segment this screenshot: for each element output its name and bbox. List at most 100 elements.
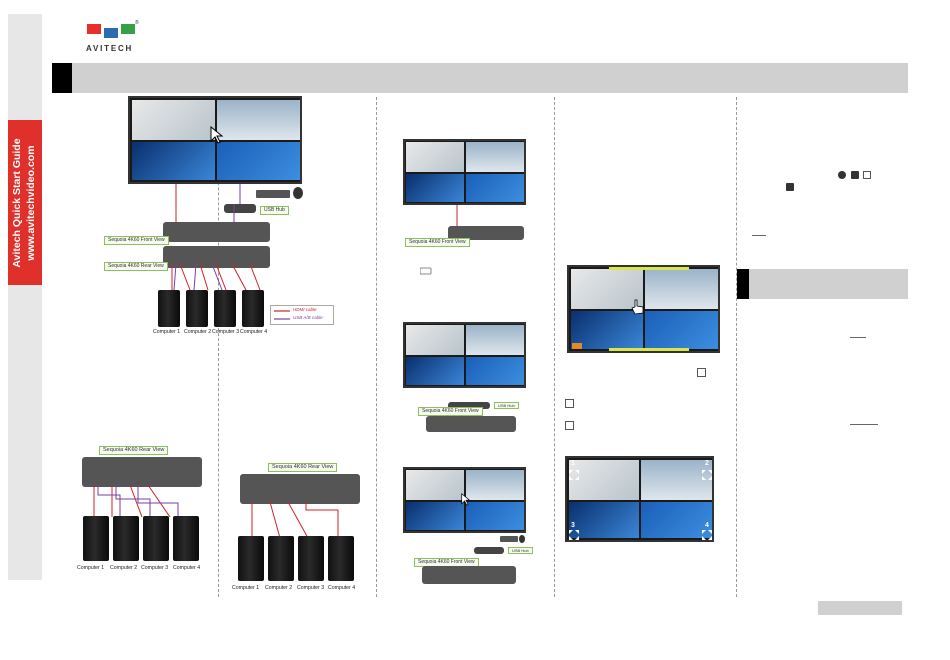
computer-4-label-middle: Computer 4 (328, 585, 356, 591)
switch-icon (838, 171, 846, 179)
computer-4-label-left: Computer 4 (173, 565, 201, 571)
rear-view-label-left: Sequoia 4K60 Rear View (99, 446, 169, 455)
column-divider (736, 97, 737, 597)
keyboard-key-icon (420, 267, 432, 275)
front-view-label-col3-1: Sequoia 4K60 Front View (405, 238, 470, 247)
quad-2 (466, 142, 524, 172)
computer-3-tower-left (143, 516, 169, 561)
sequoia-front-col3-2 (426, 416, 516, 432)
keyboard-icon (500, 535, 525, 543)
computer-1-label-left: Computer 1 (77, 565, 105, 571)
quad-3 (406, 357, 464, 385)
highlight-bar-top (609, 267, 689, 270)
quad-2 (466, 325, 524, 355)
sidebar (8, 14, 42, 580)
computer-1-tower (158, 290, 180, 327)
quad-3 (406, 502, 464, 530)
text-underline (850, 424, 878, 425)
fullscreen-icon (863, 171, 871, 179)
computer-4-tower-middle (328, 536, 354, 581)
logo-mark-icon (87, 24, 135, 38)
text-underline (850, 337, 866, 338)
fullscreen-icon (565, 421, 574, 430)
legend-usb-text: USB A/B cable (293, 315, 323, 320)
quad-3 (132, 142, 215, 180)
cable-diagram-middle (251, 502, 339, 538)
computer-1-tower-middle (238, 536, 264, 581)
computer-3-label-left: Computer 3 (141, 565, 169, 571)
quad-4 (466, 502, 524, 530)
expand-arrows-icon (569, 530, 579, 540)
hand-cursor-icon (631, 299, 644, 315)
mouse-cursor-icon (210, 126, 224, 144)
quad-4 (466, 357, 524, 385)
section-header-bar (52, 63, 908, 93)
quad-1 (571, 269, 643, 309)
computer-1-label-middle: Computer 1 (232, 585, 260, 591)
quad-2 (645, 269, 718, 309)
quad-2 (641, 460, 712, 500)
quad-1 (406, 142, 464, 172)
quad-1 (569, 460, 639, 500)
computer-3-label: Computer 3 (212, 329, 240, 335)
quad-4 (466, 174, 524, 202)
sequoia-rear-middle (240, 474, 360, 504)
computer-2-tower-middle (268, 536, 294, 581)
quad-number-2: 2 (705, 460, 709, 467)
computer-4-label: Computer 4 (240, 329, 268, 335)
usb-hub-label-col3-3: USB Hub (508, 547, 533, 554)
page-footer-box (818, 601, 902, 615)
usb-hub-label-col3-2: USB Hub (494, 402, 519, 409)
computer-2-label-middle: Computer 2 (265, 585, 293, 591)
quad-1 (406, 325, 464, 355)
quad-monitor-col4-2: 1 2 3 4 (565, 456, 714, 542)
computer-4-tower-left (173, 516, 199, 561)
expand-arrows-icon (702, 530, 712, 540)
cable-diagram-left (93, 485, 179, 517)
section-number-block (52, 63, 72, 93)
quad-1 (406, 470, 464, 500)
hdmi-cable-col3-1 (456, 205, 458, 229)
quad-monitor (128, 96, 302, 184)
hdmi-cable-icon (274, 310, 290, 312)
logo: ® AVITECH (86, 20, 146, 56)
quad-monitor-col3-3 (403, 467, 526, 533)
sequoia-front (163, 222, 270, 242)
quad-3 (571, 311, 643, 349)
cable-legend: HDMI cable USB A/B cable (270, 305, 334, 325)
fullscreen-icon (565, 399, 574, 408)
column-divider (376, 97, 377, 597)
orange-indicator (572, 343, 582, 349)
quad-3 (569, 502, 639, 538)
sequoia-rear-left (82, 457, 202, 487)
front-view-label: Sequoia 4K60 Front View (104, 236, 169, 245)
monitor-icon (851, 171, 859, 179)
sequoia-rear (163, 246, 270, 268)
column-divider (218, 97, 219, 597)
quad-4 (217, 142, 300, 180)
computer-2-tower (186, 290, 208, 327)
rear-view-label: Sequoia 4K60 Rear View (104, 262, 168, 271)
computer-2-label-left: Computer 2 (110, 565, 138, 571)
sidebar-text: Avitech Quick Start Guide www.avitechvid… (11, 138, 37, 268)
logo-text: AVITECH (86, 44, 134, 53)
computer-3-label-middle: Computer 3 (297, 585, 325, 591)
usb-hub (224, 204, 256, 213)
highlight-bar-bottom (609, 348, 689, 351)
usb-hub-col3-2 (448, 402, 490, 409)
quad-4 (641, 502, 712, 538)
computer-2-label: Computer 2 (184, 329, 212, 335)
computer-1-label: Computer 1 (153, 329, 181, 335)
cable-diagram (171, 184, 261, 291)
computer-3-tower (214, 290, 236, 327)
rear-view-label-middle: Sequoia 4K60 Rear View (268, 463, 338, 472)
legend-hdmi-text: HDMI cable (293, 307, 317, 312)
computer-2-tower-left (113, 516, 139, 561)
computer-4-tower (242, 290, 264, 327)
quad-4 (645, 311, 718, 349)
quad-1 (132, 100, 215, 140)
section-2-number-block (737, 269, 749, 299)
section-2-header-bar (737, 269, 908, 299)
computer-3-tower-middle (298, 536, 324, 581)
quad-number-4: 4 (705, 522, 709, 529)
